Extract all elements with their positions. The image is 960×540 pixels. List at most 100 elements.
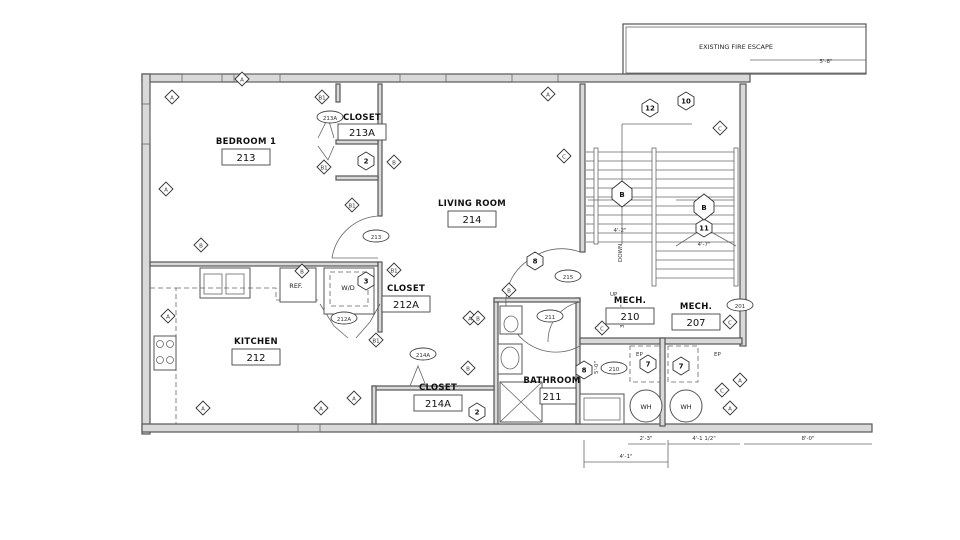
door-tag-211: 211 [545,315,556,321]
wall-tag-a: A [722,400,738,416]
wall-tag-text: A [166,315,170,321]
closet-214a-name: CLOSET [419,383,457,393]
wall-tag-a: A [164,89,180,105]
hex-tag-text: 10 [681,98,691,106]
wall-tag-text: A [738,379,742,385]
wall-tag-text: A [240,78,244,84]
hex-tag: 2 [468,402,486,422]
wall-tag-a: A [732,372,748,388]
hex-tag-text: 3 [364,278,369,286]
wall-tag-b1: B1 [386,262,402,278]
wall-tag-text: B [466,367,470,373]
stair-tags: B B [611,180,715,221]
hex-tags: 12 10 2 2 8 8 11 7 7 3 [357,91,713,422]
closet-212a-number: 212A [393,300,419,311]
interior-walls [149,83,747,427]
wall-tag-text: A [201,407,205,413]
mech-207-number: 207 [686,318,705,329]
closet-213a-number: 213A [349,128,375,139]
hex-tag: 7 [672,356,690,376]
hex-tag-text: 12 [645,105,655,113]
hex-tag-text: 8 [582,367,587,375]
wall-tag-text: A [352,397,356,403]
wall-tag-c: C [594,320,610,336]
mech-210-number: 210 [620,312,639,323]
door-tags: 213 215 211 212A 210 201 213A 214A [316,110,754,375]
fire-escape-label: EXISTING FIRE ESCAPE [699,43,773,51]
hex-tag-text: 7 [679,363,684,371]
door-tag-210: 210 [609,367,620,373]
wall-tag-text: C [718,127,722,133]
ep-2-label: EP [714,352,721,358]
room-labels: BEDROOM 1 213 LIVING ROOM 214 KITCHEN 21… [216,113,721,412]
wall-tag-b1: B1 [314,89,330,105]
wall-tag-text: C [720,389,724,395]
wall-tag-c: C [722,314,738,330]
wd-label: W/D [341,284,355,292]
exterior-walls [141,73,873,435]
wall-tag-c: C [714,382,730,398]
door-tag-213: 213 [371,235,382,241]
fire-escape-dimension: 5'-8" [819,59,832,65]
stair-tag-2: B [701,204,706,212]
wall-tag-text: A [546,93,550,99]
bathroom-number: 211 [542,392,561,403]
living-room-number: 214 [462,215,481,226]
hex-tag: 2 [357,151,375,171]
wall-tag-text: B [199,244,203,250]
fixtures: REF. W/D WH WH EP EP UP DOWN [150,244,721,425]
wall-tag-text: C [728,321,732,327]
wall-tag-text: A [728,407,732,413]
hex-tag-text: 2 [364,158,369,166]
closet-213a-name: CLOSET [343,113,381,123]
kitchen-name: KITCHEN [234,337,278,347]
wall-tag-b: B [470,310,486,326]
wall-tag-c: C [556,148,572,164]
wall-tag-a: A [234,71,250,87]
wall-tag-text: A [319,407,323,413]
wall-tag-b: B [386,154,402,170]
wall-tag-a: A [195,400,211,416]
mech-207-name: MECH. [680,302,712,312]
wall-tag-c: C [712,120,728,136]
hex-tag: 3 [357,271,375,291]
wh-1-label: WH [640,403,651,411]
hex-tag: 11 [695,218,713,238]
wall-tag-text: B1 [318,96,325,102]
down-label: DOWN [618,244,624,262]
closet-214a-number: 214A [425,399,451,410]
hex-tag: 8 [575,360,593,380]
wall-tag-text: B [300,270,304,276]
hex-tag-text: 7 [646,361,651,369]
wall-tag-text: B1 [372,339,379,345]
dim-d8: 5'-0" [594,361,600,374]
bathroom-name: BATHROOM [523,376,580,386]
wall-tag-b: B [294,263,310,279]
hex-tag-text: 11 [699,225,709,233]
wh-2-label: WH [680,403,691,411]
wall-tag-a: A [313,400,329,416]
stair-tag-1: B [619,191,624,199]
door-tag-212a: 212A [337,317,351,323]
hex-tag: 7 [639,354,657,374]
dim-d2: 4'-2" [613,228,626,234]
kitchen-number: 212 [246,353,265,364]
mech-210-name: MECH. [614,296,646,306]
hex-tag: 10 [677,91,695,111]
wall-tag-text: A [468,317,472,323]
ep-1-label: EP [636,352,643,358]
wall-tag-a: A [160,308,176,324]
dim-d3: 2'-3" [639,436,652,442]
wall-tag-text: B [507,289,511,295]
living-room-name: LIVING ROOM [438,199,506,209]
wall-tag-a: A [540,86,556,102]
wall-tag-b: B [501,282,517,298]
door-tag-213a: 213A [323,116,337,122]
hex-tag: 8 [526,251,544,271]
wall-tag-a: A [346,390,362,406]
door-tag-215: 215 [563,275,574,281]
wall-tag-text: B [392,161,396,167]
wall-tag-text: B1 [390,269,397,275]
wall-tag-text: A [170,96,174,102]
